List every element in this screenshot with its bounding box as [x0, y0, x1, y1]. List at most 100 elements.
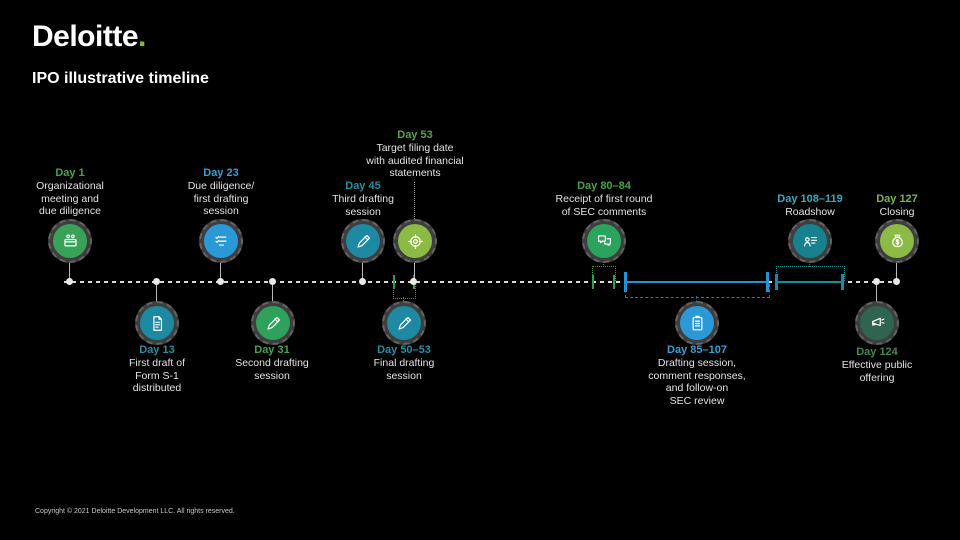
milestone-day: Day 53: [397, 129, 433, 141]
tick-day107: [766, 272, 769, 292]
stem-day23: [220, 261, 221, 282]
milestone-description: Target filing date with audited financia…: [366, 142, 464, 180]
segment-day108-119: [776, 281, 843, 283]
tick-day80: [592, 275, 594, 289]
node-day13: [153, 278, 160, 285]
document-icon: [152, 315, 162, 331]
presentation-icon: [803, 236, 817, 246]
milestone-circle-day53: [393, 219, 437, 263]
milestone-description: Drafting session, comment responses, and…: [648, 357, 746, 407]
node-day127: [893, 278, 900, 285]
milestone-circle-day50-53: [382, 301, 426, 345]
segment-day85-107: [625, 281, 768, 283]
tick-day84: [613, 275, 615, 289]
milestone-label-day31: Day 31 Second drafting session: [212, 344, 332, 382]
node-day45: [359, 278, 366, 285]
milestone-day: Day 124: [856, 346, 898, 358]
milestone-label-day127: Day 127 Closing: [847, 193, 947, 219]
logo-green-dot: .: [138, 20, 146, 53]
milestone-label-day1: Day 1 Organizational meeting and due dil…: [15, 167, 125, 218]
stem-day31: [272, 282, 273, 303]
milestone-label-day85-107: Day 85–107 Drafting session, comment res…: [627, 344, 767, 407]
meeting-icon: [63, 233, 77, 246]
stem-day53: [414, 261, 415, 282]
page-title: IPO illustrative timeline: [32, 70, 209, 87]
milestone-label-day45: Day 45 Third drafting session: [308, 180, 418, 218]
milestone-label-day108-119: Day 108–119 Roadshow: [750, 193, 870, 219]
tick-day108: [775, 274, 778, 290]
stem-day53-label-dotted: [414, 182, 415, 219]
milestone-circle-day45: [341, 219, 385, 263]
milestone-description: Due diligence/ first drafting session: [187, 180, 255, 218]
milestone-label-day23: Day 23 Due diligence/ first drafting ses…: [166, 167, 276, 218]
milestone-description: Closing: [879, 206, 915, 218]
milestone-circle-day108-119: [788, 219, 832, 263]
milestone-day: Day 108–119: [777, 193, 843, 205]
node-day23: [217, 278, 224, 285]
pen-icon: [266, 316, 280, 330]
milestone-circle-day13: [135, 301, 179, 345]
stem-day124: [876, 282, 877, 303]
bracket-day50-53: [393, 284, 416, 299]
milestone-day: Day 50–53: [377, 344, 431, 356]
milestone-description: Receipt of first round of SEC comments: [555, 193, 653, 218]
milestone-description: First draft of Form S-1 distributed: [128, 357, 185, 395]
stem-day127: [896, 261, 897, 282]
node-day1: [66, 278, 73, 285]
chat-bubbles-icon: [597, 234, 611, 246]
copyright-text: Copyright © 2021 Deloitte Development LL…: [35, 508, 235, 515]
milestone-circle-day124: [855, 301, 899, 345]
tick-day119: [841, 274, 844, 290]
milestone-day: Day 45: [345, 180, 381, 192]
milestone-description: Third drafting session: [332, 193, 394, 218]
milestone-day: Day 127: [876, 193, 918, 205]
bracket-day108-119: [776, 266, 845, 281]
milestone-label-day50-53: Day 50–53 Final drafting session: [349, 344, 459, 382]
milestone-day: Day 80–84: [577, 180, 631, 192]
node-day124: [873, 278, 880, 285]
pen-icon: [356, 234, 370, 248]
milestone-circle-day23: [199, 219, 243, 263]
node-day53: [410, 278, 417, 285]
milestone-label-day80-84: Day 80–84 Receipt of first round of SEC …: [534, 180, 674, 218]
milestone-day: Day 13: [139, 344, 175, 356]
tick-day85: [624, 272, 627, 292]
pen-icon: [397, 316, 411, 330]
bracket-stem-day108-119: [809, 261, 810, 267]
bracket-day80-84: [592, 266, 616, 281]
milestone-day: Day 23: [203, 167, 239, 179]
stem-day1: [69, 261, 70, 282]
node-day31: [269, 278, 276, 285]
milestone-description: Final drafting session: [373, 357, 435, 382]
milestone-circle-day31: [251, 301, 295, 345]
milestone-label-day13: Day 13 First draft of Form S-1 distribut…: [102, 344, 212, 395]
milestone-description: Roadshow: [785, 206, 835, 218]
milestone-day: Day 1: [55, 167, 85, 179]
bracket-stem-day85-107: [696, 296, 697, 303]
milestone-label-day53: Day 53 Target filing date with audited f…: [340, 129, 490, 180]
bracket-stem-day80-84: [603, 261, 604, 267]
milestone-label-day124: Day 124 Effective public offering: [822, 346, 932, 384]
tick-day50: [393, 275, 395, 289]
target-icon: [407, 233, 423, 249]
milestone-circle-day1: [48, 219, 92, 263]
milestone-circle-day85-107: [675, 301, 719, 345]
milestone-description: Second drafting session: [235, 357, 309, 382]
bracket-day85-107: [625, 284, 770, 298]
deloitte-logo: Deloitte.: [32, 20, 146, 54]
milestone-description: Organizational meeting and due diligence: [36, 180, 104, 218]
logo-text: Deloitte: [32, 20, 139, 53]
timeline-axis: [64, 281, 898, 283]
clipboard-icon: [692, 315, 702, 330]
milestone-circle-day80-84: [582, 219, 626, 263]
money-bag-icon: [891, 234, 903, 247]
checklist-pen-icon: [214, 235, 226, 246]
bracket-stem-day50-53: [403, 297, 404, 303]
milestone-day: Day 31: [254, 344, 290, 356]
megaphone-icon: [871, 317, 884, 326]
milestone-description: Effective public offering: [841, 359, 913, 384]
milestone-circle-day127: [875, 219, 919, 263]
stem-day45: [362, 261, 363, 282]
milestone-day: Day 85–107: [667, 344, 727, 356]
